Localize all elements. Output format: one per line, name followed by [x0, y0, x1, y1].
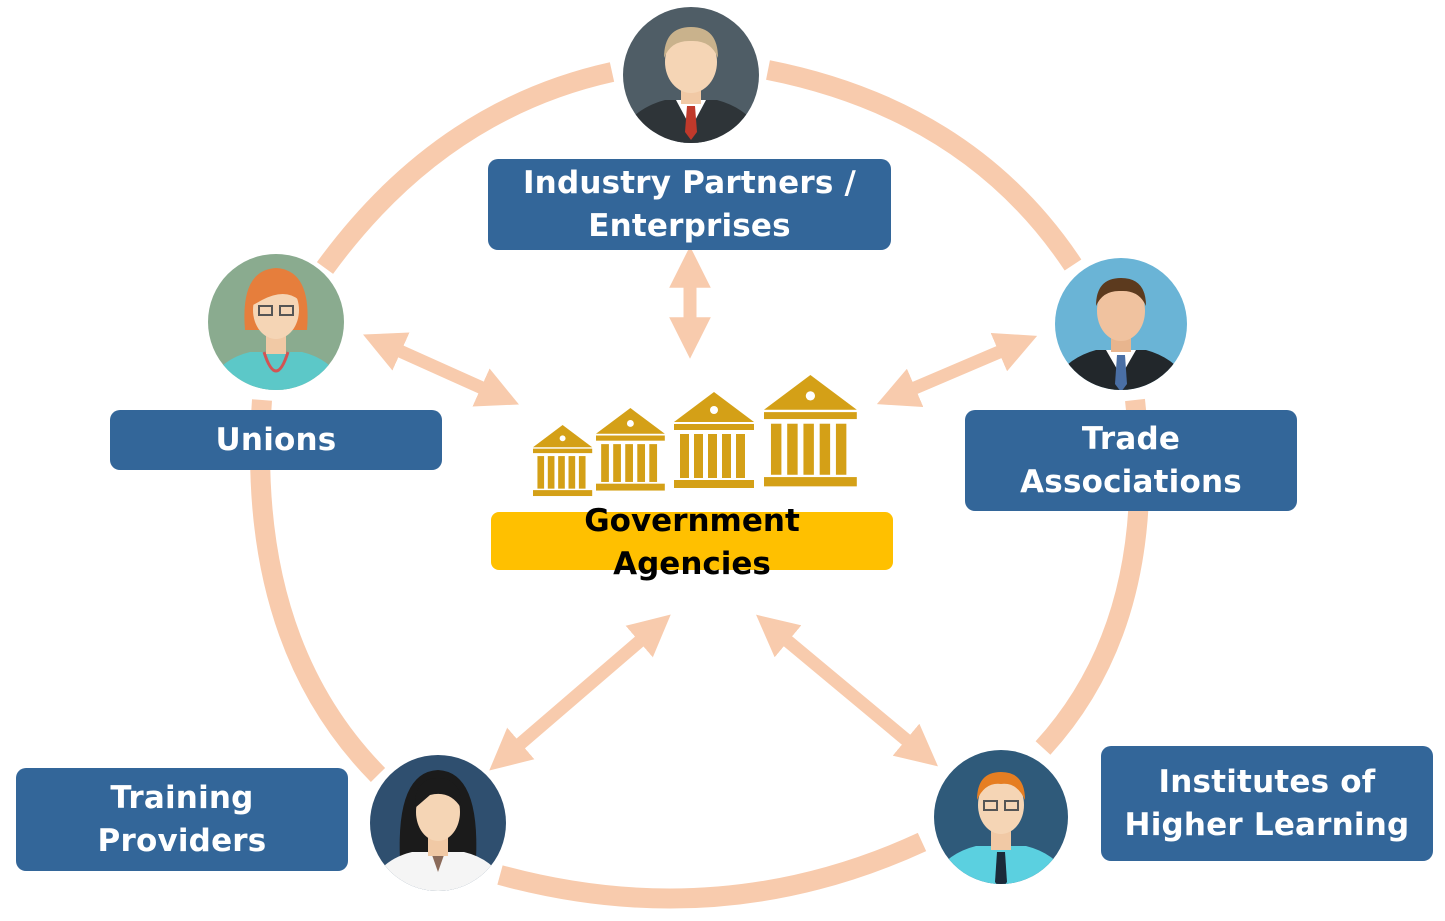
institutes-higher-learning-box: Institutes of Higher Learning	[1101, 746, 1433, 861]
ring-arc-industry-trade	[766, 60, 1082, 271]
woman-dark-hair-icon	[370, 755, 506, 891]
man-suit-red-tie-icon	[623, 7, 759, 143]
ring-arc-institutes-training	[497, 832, 927, 909]
arrow-training-center	[489, 614, 671, 771]
government-agencies-label: Government Agencies	[584, 503, 800, 582]
man-glasses-tie-icon	[934, 750, 1068, 884]
arrow-unions-center	[363, 332, 519, 407]
woman-red-hair-glasses-icon	[208, 254, 344, 390]
man-suit-blue-tie-icon	[1055, 258, 1187, 390]
connectors	[363, 246, 1038, 771]
unions-box: Unions	[110, 410, 442, 470]
ring-arc-unions-industry	[316, 62, 615, 274]
government-buildings-icon	[533, 375, 857, 497]
industry-partners-box: Industry Partners / Enterprises	[488, 159, 891, 250]
arrow-trade-center	[876, 333, 1038, 407]
government-agencies-box	[491, 512, 893, 570]
trade-associations-box: Trade Associations	[965, 410, 1297, 511]
arrow-institutes-center	[756, 614, 938, 767]
training-providers-box: Training Providers	[16, 768, 348, 871]
